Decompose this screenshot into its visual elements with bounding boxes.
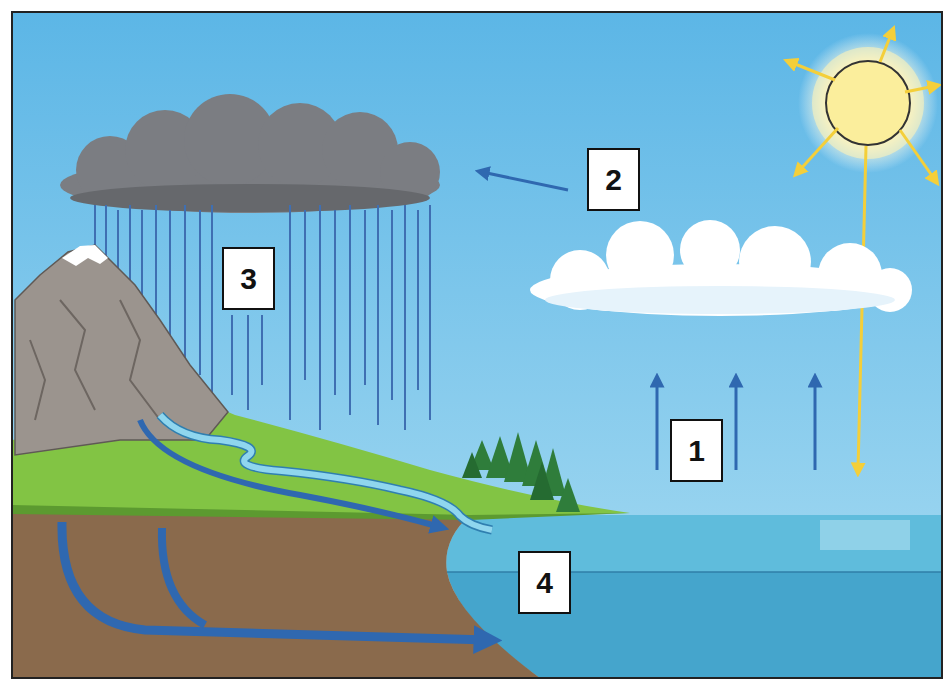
sea — [446, 515, 942, 678]
callout-number: 2 — [605, 163, 622, 196]
trees — [462, 432, 580, 512]
sky — [12, 12, 942, 678]
ground — [12, 505, 540, 678]
sun — [790, 32, 938, 470]
evaporation-arrow — [814, 380, 817, 470]
callout-box: 2 — [587, 148, 640, 211]
mountain — [15, 245, 228, 455]
groundwater-arrow — [62, 522, 488, 640]
groundwater-branch — [162, 528, 205, 625]
callout-number: 1 — [688, 434, 705, 467]
callout-number: 4 — [536, 566, 553, 599]
evaporation-arrow — [735, 380, 738, 470]
white-cloud — [530, 220, 912, 316]
rain-cloud — [60, 94, 440, 213]
sun-reflection — [820, 520, 910, 550]
frame — [12, 12, 942, 678]
evaporation-arrow — [656, 380, 659, 470]
land-edge — [12, 505, 630, 520]
runoff-arrow — [140, 420, 440, 527]
callout-box: 4 — [518, 551, 571, 614]
condensation-arrow — [482, 172, 568, 190]
callout-box: 1 — [670, 419, 723, 482]
callout-number: 3 — [240, 262, 257, 295]
callout-box: 3 — [222, 247, 275, 310]
